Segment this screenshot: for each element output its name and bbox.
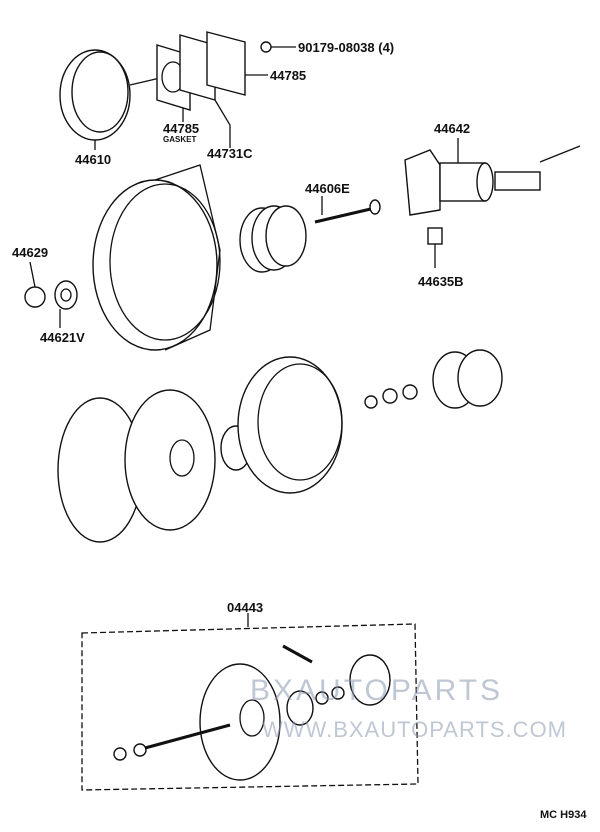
label-44785-gasket: 44785	[163, 121, 199, 136]
label-bolt-90179-08038: 90179-08038 (4)	[298, 40, 394, 55]
label-44642: 44642	[434, 121, 470, 136]
watermark-brand: BXAUTOPARTS	[250, 674, 503, 707]
part-44629-44621v	[24, 261, 78, 328]
part-44606e-rod	[314, 196, 381, 224]
part-gasket-plates	[156, 31, 268, 148]
kit-04443-box	[81, 613, 419, 791]
part-booster-front-shell	[92, 164, 307, 351]
label-44629: 44629	[12, 245, 48, 260]
label-gasket-word: GASKET	[163, 135, 196, 144]
label-44785-plate: 44785	[270, 68, 306, 83]
part-bolt	[260, 41, 296, 53]
label-44606e: 44606E	[305, 181, 350, 196]
label-44731c: 44731C	[207, 146, 253, 161]
watermark-url: WWW.BXAUTOPARTS.COM	[262, 717, 567, 742]
label-44635b: 44635B	[418, 274, 464, 289]
part-44642-valve-body	[404, 138, 581, 268]
diagram-code: MC H934	[540, 809, 587, 821]
label-04443-kit: 04443	[227, 600, 263, 615]
part-booster-rear-shells	[57, 349, 503, 543]
part-44610-booster	[59, 49, 161, 150]
label-44621v: 44621V	[40, 330, 85, 345]
label-44610: 44610	[75, 152, 111, 167]
